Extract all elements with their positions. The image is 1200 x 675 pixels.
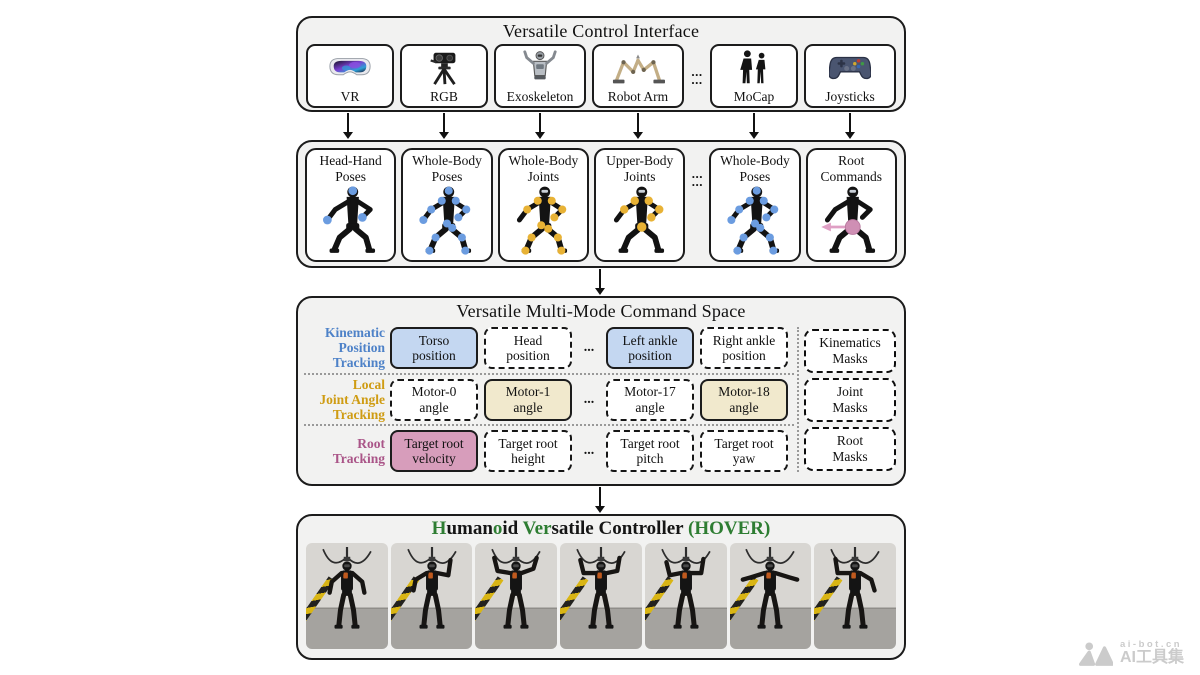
robot-photo-3 xyxy=(475,543,558,649)
mocap-performers-icon xyxy=(712,46,796,90)
robot-photo-6 xyxy=(729,543,812,649)
hover-title: Humanoid Versatile Controller (HOVER) xyxy=(431,518,771,539)
interface-item-label: Joysticks xyxy=(825,88,875,104)
interface-item-joysticks: Joysticks xyxy=(804,44,896,108)
row-label-kinematic-position-tracking: Kinematic Position Tracking xyxy=(325,325,385,371)
interface-item-label: RGB xyxy=(430,88,458,104)
robot-photo-5 xyxy=(644,543,727,649)
vr-headset-icon xyxy=(308,46,392,90)
humanoid-whole-body-keypoints xyxy=(419,185,479,255)
row-ellipsis: ... xyxy=(583,443,595,459)
modes-ellipsis: ...... xyxy=(691,166,703,190)
gamepad-icon xyxy=(806,46,894,90)
robot-photo-4 xyxy=(560,543,642,649)
interface-ellipsis: ...... xyxy=(691,63,703,87)
row-label-local-joint-angle-tracking: Local Joint Angle Tracking xyxy=(319,376,385,423)
robot-photo-7 xyxy=(814,543,897,649)
humanoid-whole-body-joints xyxy=(511,185,575,255)
watermark-domain: ai-bot.cn xyxy=(1119,639,1183,651)
row-ellipsis: ... xyxy=(583,391,595,407)
robot-photo-2 xyxy=(390,543,473,649)
robot-arm-icon xyxy=(594,46,682,90)
arrow-mocap-to-mode xyxy=(749,113,759,139)
humanoid-upper-body-joints xyxy=(608,185,672,255)
interface-item-robot-arm: Robot Arm xyxy=(592,44,684,108)
interface-item-label: VR xyxy=(340,88,360,104)
robot-photo-1 xyxy=(306,543,388,649)
interface-item-label: Robot Arm xyxy=(607,88,669,104)
watermark-name: AI工具集 xyxy=(1119,649,1184,667)
robot-photo-strip xyxy=(298,540,904,649)
control-interface-title: Versatile Control Interface xyxy=(502,21,700,41)
interface-item-vr: VR xyxy=(306,44,394,108)
command-space-panel: Versatile Multi-Mode Command Space Kinem… xyxy=(296,296,906,486)
control-interface-panel: Versatile Control Interface VR xyxy=(296,16,906,112)
ai-bot-logo-icon xyxy=(1078,642,1113,666)
watermark: ai-bot.cn AI工具集 xyxy=(1078,639,1184,667)
masks-divider xyxy=(797,327,799,472)
interface-item-exoskeleton: Exoskeleton xyxy=(494,44,586,108)
arrow-arm-to-mode xyxy=(633,113,643,139)
row-ellipsis: ... xyxy=(583,339,595,355)
exoskeleton-icon xyxy=(496,46,584,90)
arrow-joystick-to-mode xyxy=(845,113,855,139)
hover-panel: Humanoid Versatile Controller (HOVER) xyxy=(296,514,906,660)
arrow-rgb-to-mode xyxy=(439,113,449,139)
arrow-vr-to-mode xyxy=(343,113,353,139)
control-interface-items: VR RGB xyxy=(298,42,904,108)
interface-item-label: MoCap xyxy=(733,88,775,104)
humanoid-whole-body-keypoints xyxy=(727,185,787,255)
arrow-modes-to-command-space xyxy=(595,269,605,295)
command-space-title: Versatile Multi-Mode Command Space xyxy=(456,301,746,321)
arrow-exo-to-mode xyxy=(535,113,545,139)
interface-item-mocap: MoCap xyxy=(710,44,798,108)
rgb-camera-icon xyxy=(402,46,486,90)
humanoid-head-hand-keypoints xyxy=(322,185,383,255)
row-label-root-tracking: Root Tracking xyxy=(332,436,385,467)
arrow-command-space-to-hover xyxy=(595,487,605,513)
interface-item-label: Exoskeleton xyxy=(506,88,574,104)
humanoid-root-command-arrow xyxy=(821,185,883,255)
interface-item-rgb: RGB xyxy=(400,44,488,108)
